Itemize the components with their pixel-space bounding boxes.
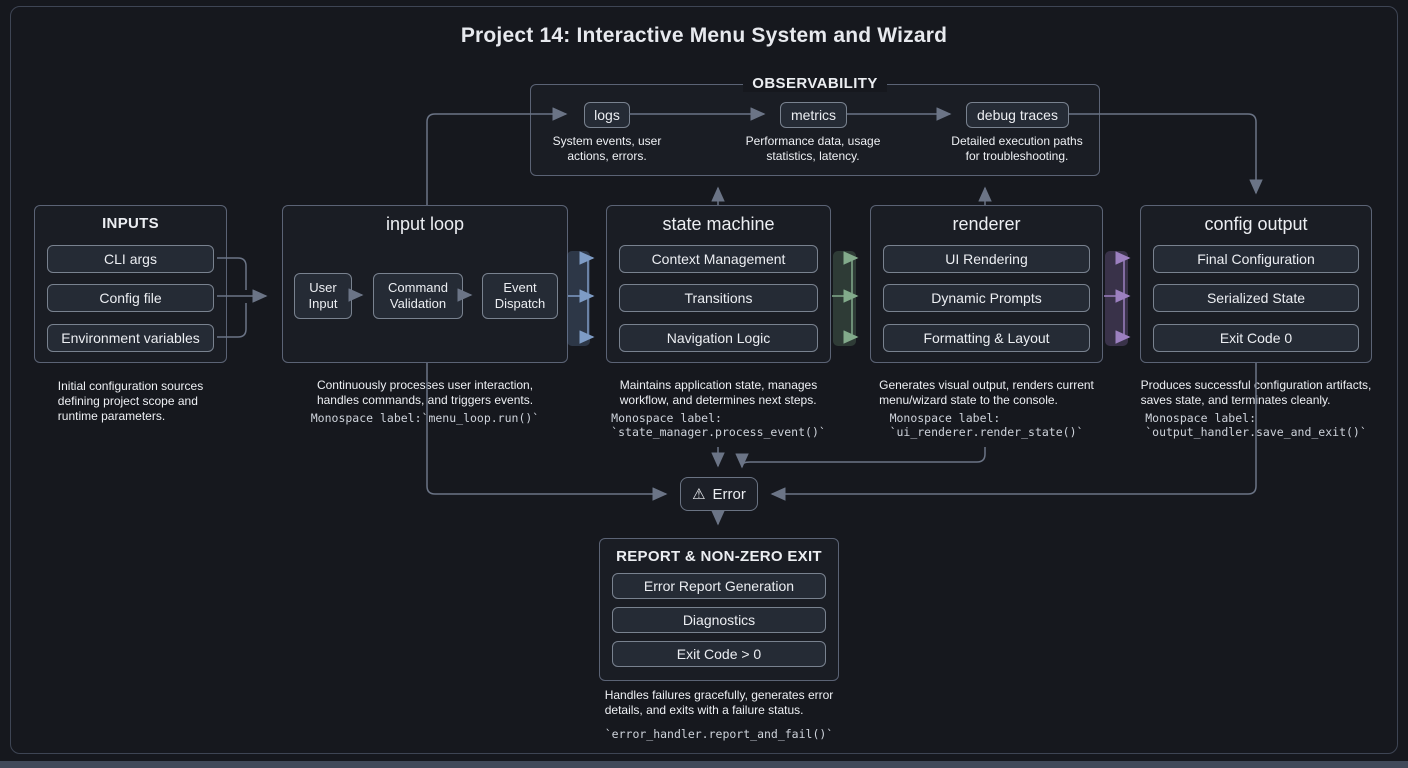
inputs-caption: Initial configuration sources defining p…: [57, 379, 204, 423]
node-exit-code-gt-0[interactable]: Exit Code > 0: [612, 641, 826, 667]
node-metrics[interactable]: metrics: [780, 102, 847, 128]
node-error[interactable]: ⚠ Error: [680, 477, 758, 511]
node-cli-args[interactable]: CLI args: [47, 245, 214, 273]
renderer-caption: Generates visual output, renders current…: [879, 378, 1094, 407]
renderer-title: renderer: [952, 214, 1021, 234]
node-debug-traces[interactable]: debug traces: [966, 102, 1069, 128]
input-loop-title: input loop: [385, 214, 465, 234]
error-label: Error: [712, 485, 746, 503]
canvas-frame: [10, 6, 1398, 754]
state-machine-group: state machine Context Management Transit…: [606, 205, 831, 363]
report-mono-label: `error_handler.report_and_fail()`: [604, 727, 834, 741]
node-user-input-label: User Input: [308, 280, 338, 311]
warning-triangle-icon: ⚠: [692, 485, 706, 503]
node-dynamic-prompts[interactable]: Dynamic Prompts: [883, 284, 1090, 312]
input-loop-mono-label: Monospace label:`menu_loop.run()`: [310, 411, 540, 425]
node-transitions[interactable]: Transitions: [619, 284, 818, 312]
inputs-group-title: INPUTS: [102, 215, 159, 232]
page-title: Project 14: Interactive Menu System and …: [460, 24, 948, 47]
config-output-mono-label: Monospace label: `output_handler.save_an…: [1145, 411, 1367, 439]
config-output-group: config output Final Configuration Serial…: [1140, 205, 1372, 363]
node-user-input[interactable]: User Input: [294, 273, 352, 319]
node-diagnostics[interactable]: Diagnostics: [612, 607, 826, 633]
report-group: REPORT & NON-ZERO EXIT Error Report Gene…: [599, 538, 839, 681]
node-error-report-generation[interactable]: Error Report Generation: [612, 573, 826, 599]
state-machine-title: state machine: [662, 214, 775, 234]
bottom-scrollbar[interactable]: [0, 761, 1408, 768]
config-output-title: config output: [1204, 214, 1308, 234]
logs-caption: System events, user actions, errors.: [552, 134, 662, 163]
node-event-dispatch[interactable]: Event Dispatch: [482, 273, 558, 319]
observability-group: OBSERVABILITY logs metrics debug traces …: [530, 75, 1100, 176]
renderer-mono-label: Monospace label: `ui_renderer.render_sta…: [889, 411, 1084, 439]
report-caption: Handles failures gracefully, generates e…: [604, 688, 834, 717]
report-group-title: REPORT & NON-ZERO EXIT: [616, 548, 822, 565]
state-machine-mono-label: Monospace label: `state_manager.process_…: [611, 411, 826, 439]
node-logs[interactable]: logs: [584, 102, 630, 128]
debug-traces-caption: Detailed execution paths for troubleshoo…: [951, 134, 1083, 163]
node-navigation-logic[interactable]: Navigation Logic: [619, 324, 818, 352]
config-output-caption: Produces successful configuration artifa…: [1140, 378, 1372, 407]
state-machine-caption: Maintains application state, manages wor…: [619, 378, 818, 407]
node-command-validation-label: Command Validation: [388, 280, 448, 311]
node-final-configuration[interactable]: Final Configuration: [1153, 245, 1359, 273]
node-config-file[interactable]: Config file: [47, 284, 214, 312]
node-formatting-layout[interactable]: Formatting & Layout: [883, 324, 1090, 352]
inputs-group: INPUTS CLI args Config file Environment …: [34, 205, 227, 363]
input-loop-caption: Continuously processes user interaction,…: [316, 378, 534, 407]
node-serialized-state[interactable]: Serialized State: [1153, 284, 1359, 312]
node-environment-variables[interactable]: Environment variables: [47, 324, 214, 352]
node-ui-rendering[interactable]: UI Rendering: [883, 245, 1090, 273]
metrics-caption: Performance data, usage statistics, late…: [745, 134, 881, 163]
node-exit-code-0[interactable]: Exit Code 0: [1153, 324, 1359, 352]
node-command-validation[interactable]: Command Validation: [373, 273, 463, 319]
renderer-group: renderer UI Rendering Dynamic Prompts Fo…: [870, 205, 1103, 363]
node-event-dispatch-label: Event Dispatch: [494, 280, 546, 311]
node-context-management[interactable]: Context Management: [619, 245, 818, 273]
input-loop-group: input loop User Input Command Validation…: [282, 205, 568, 363]
